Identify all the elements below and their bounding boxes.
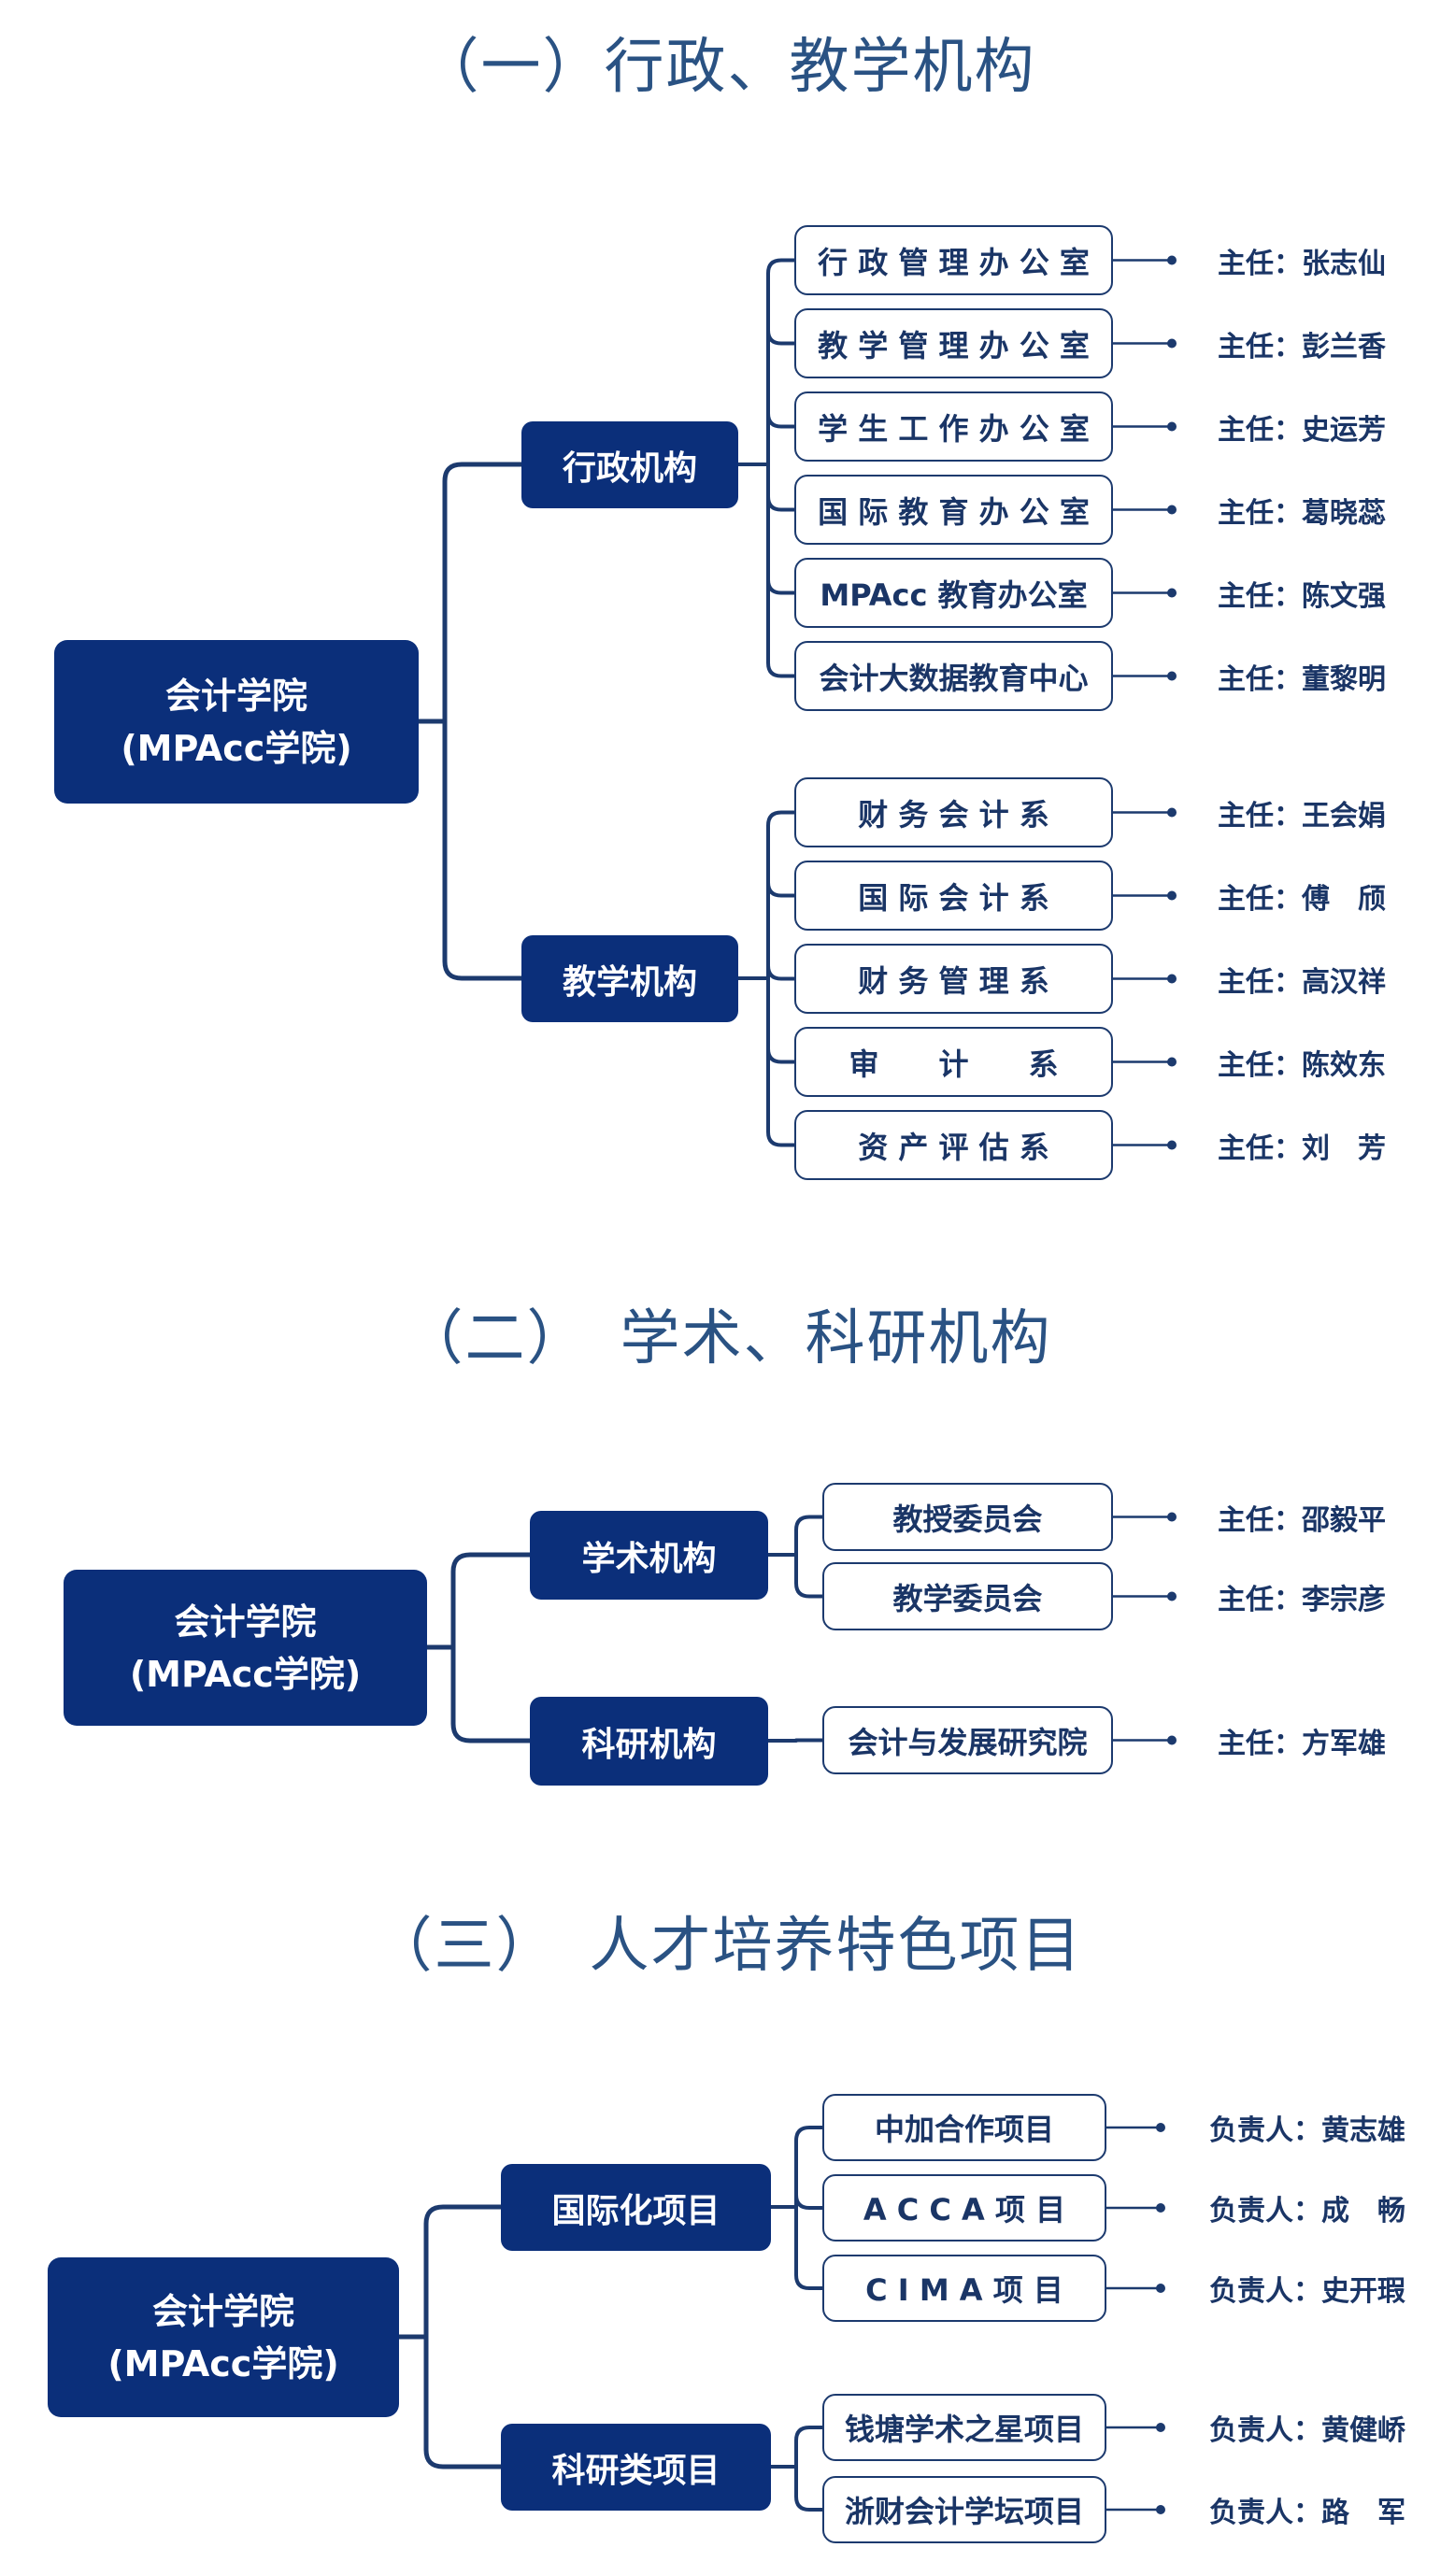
leaf-bracket	[794, 2126, 824, 2290]
unit-owner: 负责人：成 畅	[1209, 2195, 1405, 2227]
unit-owner: 负责人：黄志雄	[1209, 2114, 1405, 2147]
unit-owner: 主任：张志仙	[1218, 247, 1386, 280]
unit-box: 审 计 系	[794, 1027, 1113, 1097]
unit-box: 财 务 管 理 系	[794, 944, 1113, 1014]
unit-box: 财 务 会 计 系	[794, 777, 1113, 847]
unit-owner: 负责人：史开瑕	[1209, 2275, 1405, 2308]
leaf-connector	[766, 880, 796, 898]
branch-admin: 行政机构	[521, 421, 738, 508]
root-subname: (MPAcc学院)	[107, 2342, 339, 2384]
connector-dot-icon	[1156, 2203, 1165, 2213]
unit-box: 钱塘学术之星项目	[822, 2394, 1106, 2461]
connector-dot-icon	[1167, 974, 1177, 984]
connector-dot-icon	[1167, 807, 1177, 818]
root-node-1: 会计学院 (MPAcc学院)	[54, 640, 419, 804]
unit-owner: 主任：刘 芳	[1218, 1131, 1386, 1165]
connector-dot-icon	[1167, 890, 1177, 901]
branch-international: 国际化项目	[501, 2164, 771, 2251]
trunk-connector	[423, 2204, 504, 2469]
unit-box: 国 际 教 育 办 公 室	[794, 475, 1113, 545]
connector-dot-icon	[1156, 2284, 1165, 2293]
leaf-connector	[766, 328, 796, 346]
trunk-connector	[450, 1552, 533, 1743]
leaf-bracket	[766, 810, 796, 1147]
connector-dot-icon	[1167, 588, 1177, 598]
unit-owner: 负责人：黄健峤	[1209, 2414, 1405, 2447]
unit-box: 会计大数据教育中心	[794, 641, 1113, 711]
unit-owner: 主任：史运芳	[1218, 413, 1386, 447]
connector-dot-icon	[1156, 2123, 1165, 2132]
root-name: 会计学院	[164, 675, 307, 717]
leaf-connector	[766, 494, 796, 512]
unit-owner: 主任：彭兰香	[1218, 330, 1386, 363]
branch-teaching: 教学机构	[521, 935, 738, 1022]
section-title-2: （二） 学术、科研机构	[403, 1304, 1052, 1373]
unit-box: 教 学 管 理 办 公 室	[794, 308, 1113, 378]
branch-research: 科研机构	[530, 1697, 768, 1786]
unit-owner: 主任：陈效东	[1218, 1048, 1386, 1082]
connector-dot-icon	[1156, 2423, 1165, 2432]
root-name: 会计学院	[151, 2290, 294, 2332]
section-title-3: （三） 人才培养特色项目	[372, 1912, 1083, 1981]
unit-owner: 主任：王会娟	[1218, 799, 1386, 833]
section-title-1: （一）行政、教学机构	[419, 33, 1036, 102]
unit-box: 行 政 管 理 办 公 室	[794, 225, 1113, 295]
unit-box: 中加合作项目	[822, 2094, 1106, 2161]
unit-owner: 主任：葛晓蕊	[1218, 496, 1386, 530]
leaf-bracket	[766, 258, 796, 678]
connector-dot-icon	[1167, 1512, 1177, 1522]
unit-owner: 主任：高汉祥	[1218, 965, 1386, 999]
unit-box: C I M A 项 目	[822, 2255, 1106, 2322]
unit-owner: 主任：邵毅平	[1218, 1503, 1386, 1537]
unit-box: 学 生 工 作 办 公 室	[794, 391, 1113, 462]
connector-dot-icon	[1167, 1057, 1177, 1067]
root-subname: (MPAcc学院)	[121, 727, 352, 769]
root-node-2: 会计学院 (MPAcc学院)	[64, 1570, 427, 1726]
unit-owner: 主任：傅 颀	[1218, 882, 1386, 916]
leaf-connector	[766, 577, 796, 595]
connector-dot-icon	[1167, 505, 1177, 515]
unit-owner: 负责人：路 军	[1209, 2497, 1405, 2529]
connector-dot-icon	[1156, 2505, 1165, 2514]
root-node-3: 会计学院 (MPAcc学院)	[48, 2257, 399, 2417]
leaf-bracket	[794, 2426, 824, 2512]
branch-academic: 学术机构	[530, 1511, 768, 1600]
leaf-connector	[794, 2193, 824, 2210]
unit-box: 国 际 会 计 系	[794, 861, 1113, 931]
unit-box: 浙财会计学坛项目	[822, 2476, 1106, 2543]
unit-owner: 主任：董黎明	[1218, 662, 1386, 696]
root-name: 会计学院	[174, 1601, 317, 1643]
connector-dot-icon	[1167, 671, 1177, 681]
branch-research-projects: 科研类项目	[501, 2424, 771, 2511]
leaf-bracket	[794, 1515, 824, 1599]
unit-box: 资 产 评 估 系	[794, 1110, 1113, 1180]
root-subname: (MPAcc学院)	[129, 1653, 362, 1695]
unit-box: 教学委员会	[822, 1562, 1113, 1630]
connector-dot-icon	[1167, 1591, 1177, 1601]
leaf-connector	[766, 1046, 796, 1064]
unit-box: 教授委员会	[822, 1483, 1113, 1551]
unit-box: MPAcc 教育办公室	[794, 558, 1113, 628]
connector-dot-icon	[1167, 338, 1177, 349]
connector-dot-icon	[1167, 255, 1177, 265]
connector-dot-icon	[1167, 1140, 1177, 1150]
leaf-connector	[766, 411, 796, 429]
unit-box: 会计与发展研究院	[822, 1706, 1113, 1774]
unit-owner: 主任：方军雄	[1218, 1727, 1386, 1760]
leaf-connector	[766, 963, 796, 981]
unit-owner: 主任：陈文强	[1218, 579, 1386, 613]
connector-dot-icon	[1167, 1735, 1177, 1745]
trunk-connector	[442, 462, 524, 981]
connector-dot-icon	[1167, 421, 1177, 432]
unit-owner: 主任：李宗彦	[1218, 1583, 1386, 1616]
unit-box: A C C A 项 目	[822, 2174, 1106, 2242]
